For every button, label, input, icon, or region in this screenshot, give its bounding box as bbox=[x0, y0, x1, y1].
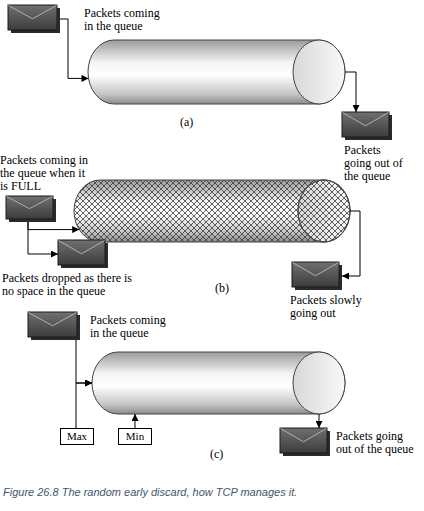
packet-label: Packets slowly going out bbox=[290, 294, 368, 320]
flow-arrow bbox=[76, 383, 92, 428]
envelope-flap bbox=[343, 113, 389, 126]
envelope-body bbox=[8, 5, 57, 30]
tube-end-hatching bbox=[298, 180, 350, 242]
part-label: (b) bbox=[215, 282, 245, 295]
envelope-flap bbox=[7, 197, 53, 209]
figure-caption: Figure 26.8 The random early discard, ho… bbox=[3, 486, 421, 499]
flow-arrow bbox=[60, 19, 89, 78]
envelope-body bbox=[58, 240, 105, 265]
envelope-icon bbox=[8, 5, 60, 33]
envelope-body bbox=[28, 312, 77, 337]
packet-envelope: Packets going out of the queue bbox=[280, 428, 330, 456]
flow-arrow bbox=[28, 222, 79, 230]
envelope-icon bbox=[58, 240, 108, 268]
packet-envelope: Packets dropped as there is no space in … bbox=[58, 240, 108, 268]
envelope-body bbox=[280, 428, 327, 453]
packet-envelope: Packets coming in the queue bbox=[28, 312, 80, 340]
packet-label: Packets coming in the queue bbox=[90, 314, 175, 340]
tube-end bbox=[293, 352, 345, 414]
tube-end bbox=[298, 180, 350, 242]
packet-label: Packets dropped as there is no space in … bbox=[2, 272, 142, 298]
packet-envelope: Packets going out of the queue bbox=[342, 112, 392, 140]
envelope-flap bbox=[59, 241, 105, 254]
flow-arrow bbox=[76, 340, 92, 383]
queue-cylinder: (c) bbox=[92, 352, 345, 414]
tube-body bbox=[88, 40, 345, 104]
envelope-body bbox=[342, 112, 389, 137]
part-label: (a) bbox=[180, 116, 210, 129]
tube-hatching bbox=[74, 180, 350, 242]
envelope-flap bbox=[29, 313, 77, 326]
threshold-label: Max bbox=[61, 429, 93, 444]
part-label: (c) bbox=[210, 448, 240, 461]
packet-label: Packets going out of the queue bbox=[344, 144, 406, 183]
tube-body bbox=[92, 352, 345, 414]
flow-arrow bbox=[319, 414, 320, 428]
packet-label: Packets going out of the queue bbox=[336, 430, 418, 456]
queue-tube bbox=[74, 180, 350, 242]
flow-arrow bbox=[28, 222, 58, 254]
envelope-icon bbox=[292, 262, 342, 290]
queue-cylinder: (b) bbox=[74, 180, 350, 242]
packet-envelope: Packets coming in the queue when it is F… bbox=[6, 196, 56, 222]
queue-cylinder: (a) bbox=[88, 40, 345, 104]
flow-arrow bbox=[342, 211, 360, 276]
threshold-box: Max bbox=[60, 428, 94, 445]
queue-tube bbox=[92, 352, 345, 414]
envelope-flap bbox=[281, 429, 327, 442]
packet-envelope: Packets slowly going out bbox=[292, 262, 342, 290]
queue-tube bbox=[88, 40, 345, 104]
tube-end bbox=[293, 40, 345, 104]
envelope-icon bbox=[28, 312, 80, 340]
envelope-flap bbox=[293, 263, 339, 276]
envelope-icon bbox=[280, 428, 330, 456]
threshold-label: Min bbox=[119, 429, 151, 444]
packet-label: Packets coming in the queue when it is F… bbox=[0, 154, 92, 193]
tube-body bbox=[74, 180, 350, 242]
envelope-flap bbox=[9, 6, 57, 19]
flow-arrow bbox=[135, 414, 136, 428]
packet-label: Packets coming in the queue bbox=[84, 7, 169, 33]
envelope-body bbox=[6, 196, 53, 219]
packet-envelope: Packets coming in the queue bbox=[8, 5, 60, 33]
flow-arrow bbox=[345, 72, 356, 112]
threshold-box: Min bbox=[118, 428, 152, 445]
envelope-icon bbox=[342, 112, 392, 140]
envelope-icon bbox=[6, 196, 56, 222]
envelope-body bbox=[292, 262, 339, 287]
